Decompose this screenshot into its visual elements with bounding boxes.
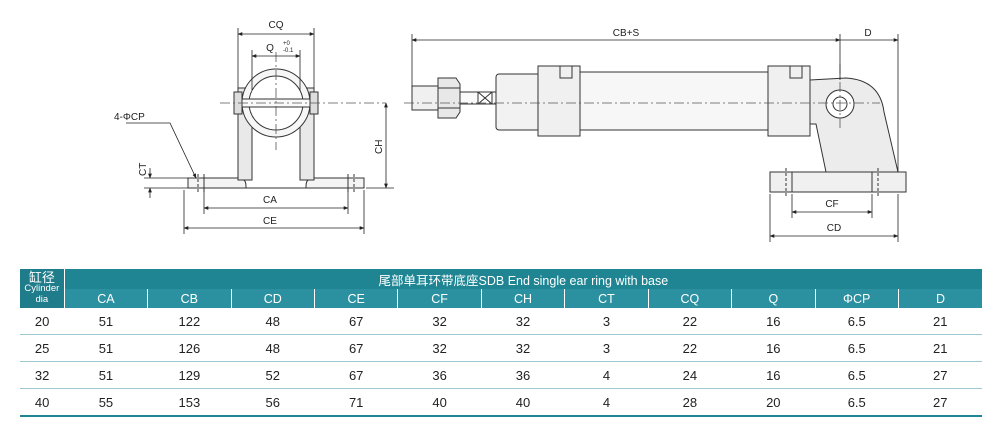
- row-dia: 20: [20, 308, 65, 335]
- column-header: D: [897, 289, 982, 308]
- table-cell: 6.5: [815, 361, 899, 389]
- table-row: 40 55 153 56 71 40 40 4 28 20 6.5 27: [20, 388, 982, 417]
- table-title: 尾部单耳环带底座SDB End single ear ring with bas…: [64, 269, 982, 289]
- table-cell: 48: [231, 308, 315, 335]
- table-cell: 40: [397, 388, 482, 417]
- table-cell: 3: [564, 334, 649, 362]
- column-header: CA: [63, 289, 148, 308]
- label-4-cp: 4-ΦCP: [114, 112, 145, 123]
- table-cell: 16: [731, 308, 816, 335]
- label-d: D: [864, 28, 871, 39]
- table-cell: 3: [564, 308, 649, 335]
- label-ce: CE: [263, 216, 277, 227]
- label-cb-s: CB+S: [613, 28, 640, 39]
- table-cell: 48: [231, 334, 315, 362]
- label-q-tol-down: -0.1: [283, 48, 294, 54]
- table-cell: 32: [481, 308, 565, 335]
- table-cell: 32: [397, 308, 482, 335]
- label-cd: CD: [827, 223, 841, 234]
- technical-drawing: CQ Q +0 -0.1 4-ΦCP CT CH CA CE: [114, 20, 907, 242]
- table-cell: 40: [481, 388, 565, 417]
- table-cell: 51: [64, 308, 148, 335]
- column-header: CF: [397, 289, 482, 308]
- table-header-row: CA CB CD CE CF CH CT CQ Q ΦCP D: [20, 289, 982, 308]
- spec-table: 缸径 Cylinder dia 尾部单耳环带底座SDB End single e…: [20, 269, 982, 417]
- side-view: [411, 65, 907, 196]
- column-header: CH: [480, 289, 565, 308]
- table-cell: 52: [231, 361, 315, 389]
- table-cell: 129: [147, 361, 232, 389]
- table-row: 25 51 126 48 67 32 32 3 22 16 6.5 21: [20, 334, 982, 362]
- table-cell: 122: [147, 308, 232, 335]
- table-cell: 16: [731, 361, 816, 389]
- table-cell: 36: [481, 361, 565, 389]
- column-header: CB: [147, 289, 232, 308]
- table-cell: 22: [648, 334, 732, 362]
- table-cell: 24: [648, 361, 732, 389]
- column-header: CD: [230, 289, 315, 308]
- table-cell: 67: [314, 334, 398, 362]
- table-cell: 55: [64, 388, 148, 417]
- table-cell: 21: [898, 334, 982, 362]
- table-cell: 51: [64, 334, 148, 362]
- column-header: ΦCP: [814, 289, 899, 308]
- row-dia: 25: [20, 334, 65, 362]
- table-corner-header: 缸径 Cylinder dia: [20, 269, 65, 308]
- label-cf: CF: [825, 199, 838, 210]
- table-cell: 22: [648, 308, 732, 335]
- row-dia: 40: [20, 388, 65, 417]
- table-cell: 21: [898, 308, 982, 335]
- table-cell: 16: [731, 334, 816, 362]
- label-ch: CH: [374, 140, 385, 154]
- table-cell: 67: [314, 361, 398, 389]
- corner-zh: 缸径: [28, 270, 55, 285]
- label-ca: CA: [263, 195, 277, 206]
- table-cell: 6.5: [815, 308, 899, 335]
- table-cell: 4: [564, 361, 649, 389]
- table-cell: 36: [397, 361, 482, 389]
- table-cell: 28: [648, 388, 732, 417]
- column-header: CT: [564, 289, 649, 308]
- table-cell: 27: [898, 388, 982, 417]
- table-cell: 20: [731, 388, 816, 417]
- label-q-tol-up: +0: [283, 41, 291, 47]
- table-cell: 126: [147, 334, 232, 362]
- label-cq: CQ: [269, 20, 284, 31]
- table-cell: 71: [314, 388, 398, 417]
- table-cell: 4: [564, 388, 649, 417]
- table-cell: 32: [481, 334, 565, 362]
- table-cell: 6.5: [815, 334, 899, 362]
- corner-en: Cylinder dia: [24, 283, 60, 305]
- table-row: 32 51 129 52 67 36 36 4 24 16 6.5 27: [20, 361, 982, 389]
- table-cell: 6.5: [815, 388, 899, 417]
- label-q: Q: [266, 43, 274, 54]
- table-row: 20 51 122 48 67 32 32 3 22 16 6.5 21: [20, 308, 982, 335]
- table-cell: 27: [898, 361, 982, 389]
- table-cell: 67: [314, 308, 398, 335]
- table-cell: 56: [231, 388, 315, 417]
- table-cell: 51: [64, 361, 148, 389]
- table-cell: 32: [397, 334, 482, 362]
- table-cell: 153: [147, 388, 232, 417]
- column-header: Q: [731, 289, 816, 308]
- table-title-row: 缸径 Cylinder dia 尾部单耳环带底座SDB End single e…: [20, 269, 982, 308]
- row-dia: 32: [20, 361, 65, 389]
- column-header: CQ: [647, 289, 732, 308]
- label-ct: CT: [138, 163, 149, 176]
- column-header: CE: [313, 289, 398, 308]
